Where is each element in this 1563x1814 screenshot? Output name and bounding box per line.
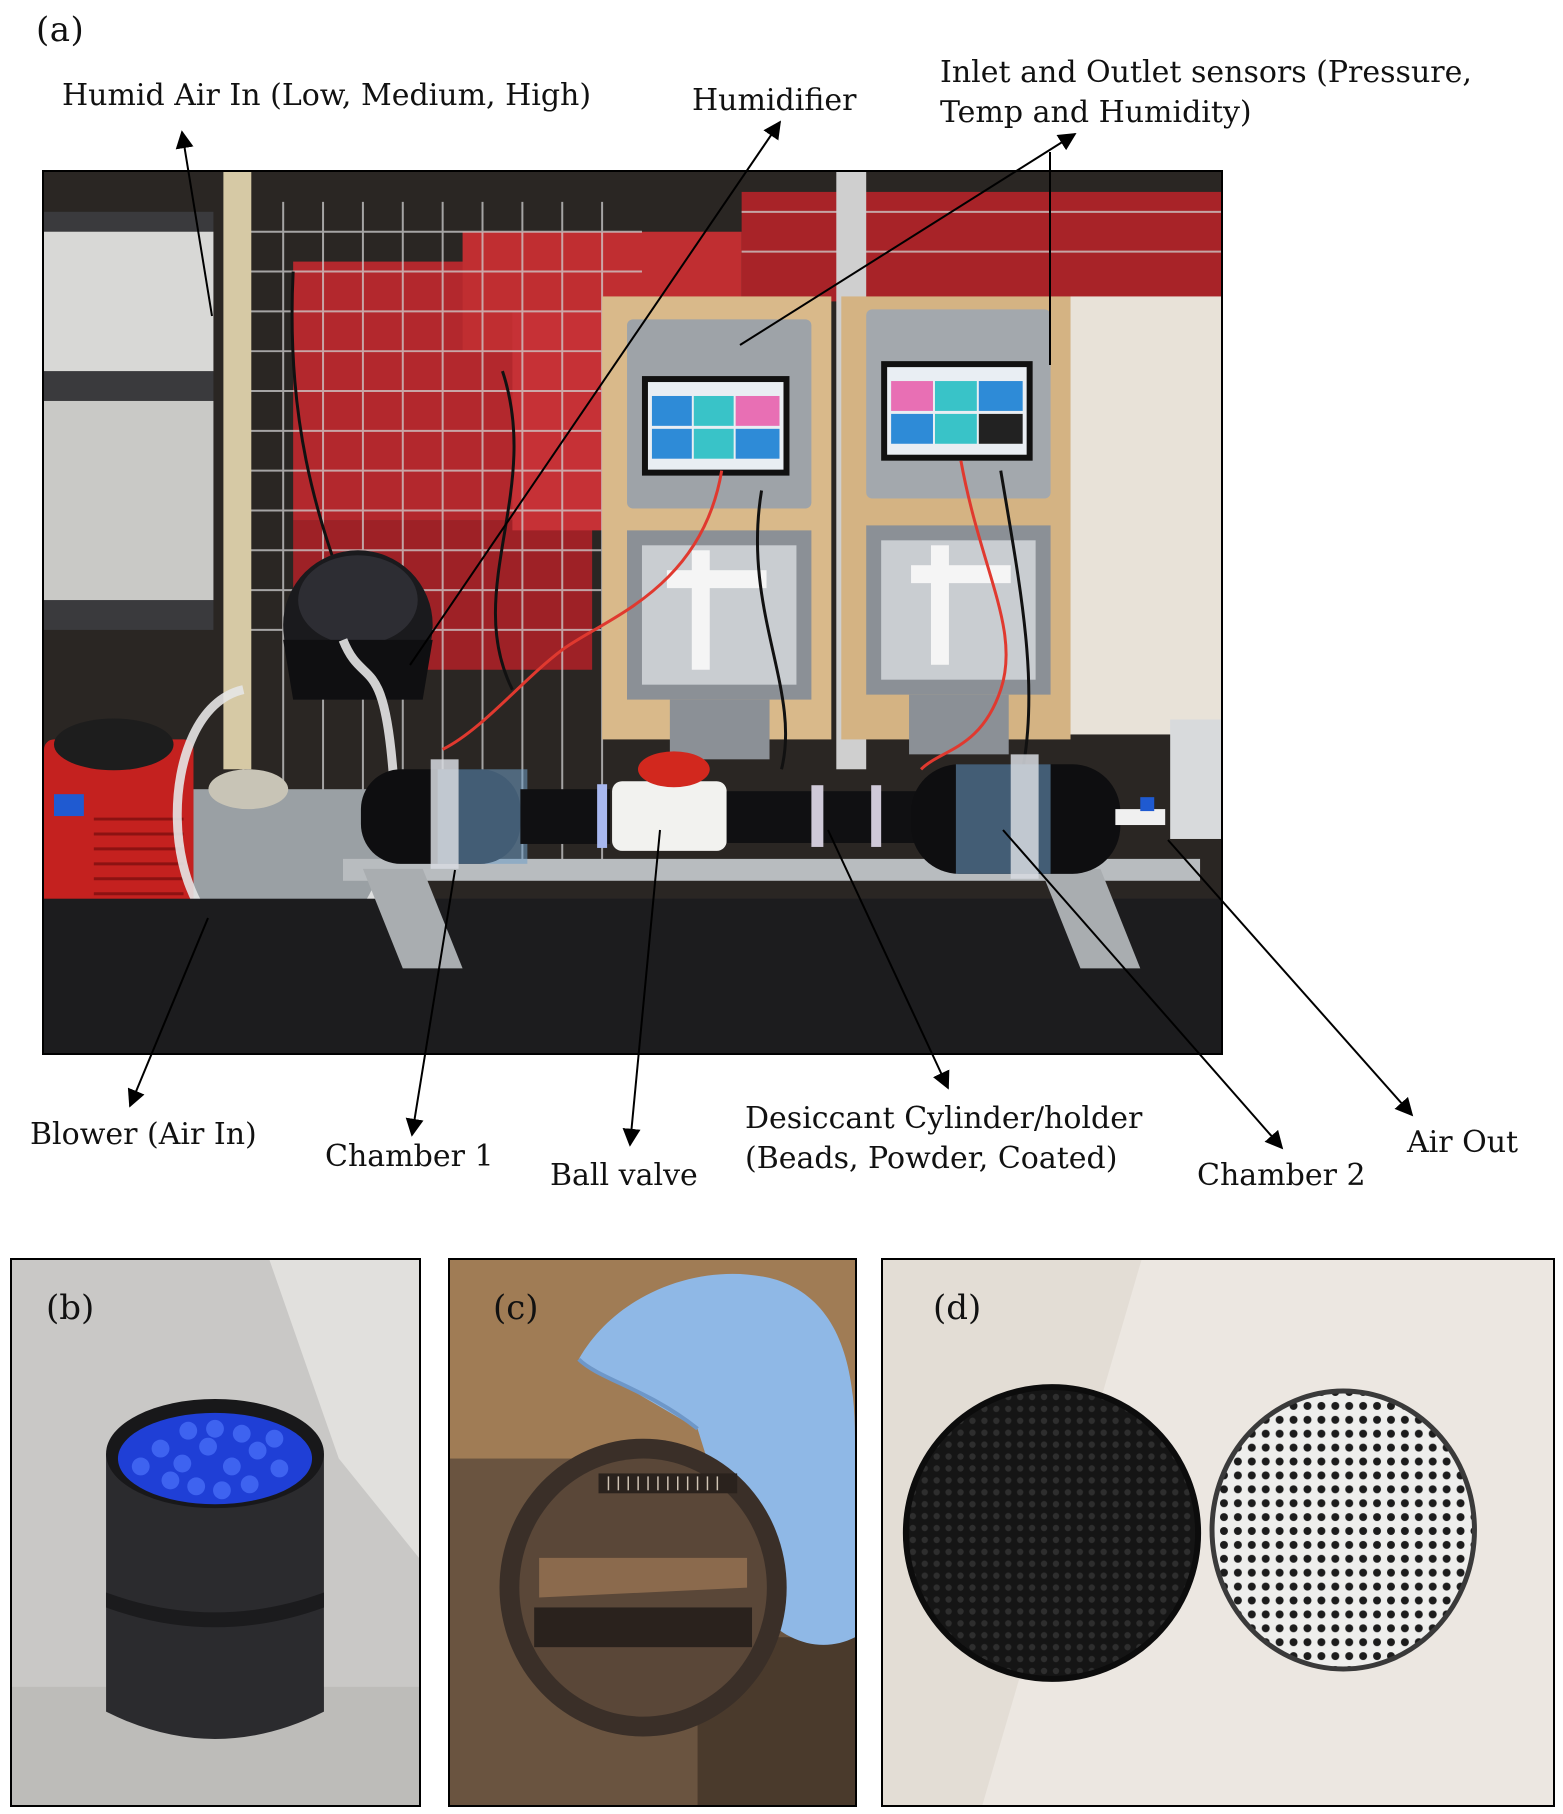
bead-holder-illustration bbox=[12, 1260, 419, 1805]
test-rig-illustration bbox=[44, 172, 1221, 1053]
callout-chamber-1: Chamber 1 bbox=[325, 1139, 494, 1174]
panel-c-label: (c) bbox=[493, 1288, 539, 1328]
callout-humid-air-in: Humid Air In (Low, Medium, High) bbox=[62, 78, 592, 113]
sensor-unit-right bbox=[866, 309, 1051, 755]
panel-a-photo bbox=[42, 170, 1223, 1055]
callout-humidifier: Humidifier bbox=[692, 83, 857, 118]
honeycomb-discs-illustration bbox=[883, 1260, 1553, 1805]
panel-d-photo bbox=[881, 1258, 1555, 1807]
callout-sensors-line2: Temp and Humidity) bbox=[940, 95, 1252, 130]
panel-b-photo bbox=[10, 1258, 421, 1807]
coated-holder-illustration bbox=[450, 1260, 855, 1805]
bench bbox=[44, 898, 1221, 1053]
panel-c-photo bbox=[448, 1258, 857, 1807]
panel-d-label: (d) bbox=[933, 1288, 982, 1328]
sensor-unit-left bbox=[627, 319, 812, 760]
pipe-assembly bbox=[360, 751, 1166, 879]
panel-a-label: (a) bbox=[36, 10, 85, 50]
callout-sensors-line1: Inlet and Outlet sensors (Pressure, bbox=[940, 55, 1472, 90]
disc-coated bbox=[1212, 1391, 1475, 1669]
callout-ball-valve: Ball valve bbox=[550, 1158, 698, 1193]
callout-chamber-2: Chamber 2 bbox=[1197, 1158, 1366, 1193]
callout-desiccant-line1: Desiccant Cylinder/holder bbox=[745, 1101, 1143, 1136]
callout-blower: Blower (Air In) bbox=[30, 1117, 257, 1152]
callout-air-out: Air Out bbox=[1407, 1125, 1519, 1160]
humidifier-device bbox=[283, 550, 433, 700]
panel-b-label: (b) bbox=[46, 1288, 95, 1328]
disc-uncoated bbox=[905, 1387, 1199, 1679]
callout-desiccant-line2: (Beads, Powder, Coated) bbox=[745, 1141, 1118, 1176]
